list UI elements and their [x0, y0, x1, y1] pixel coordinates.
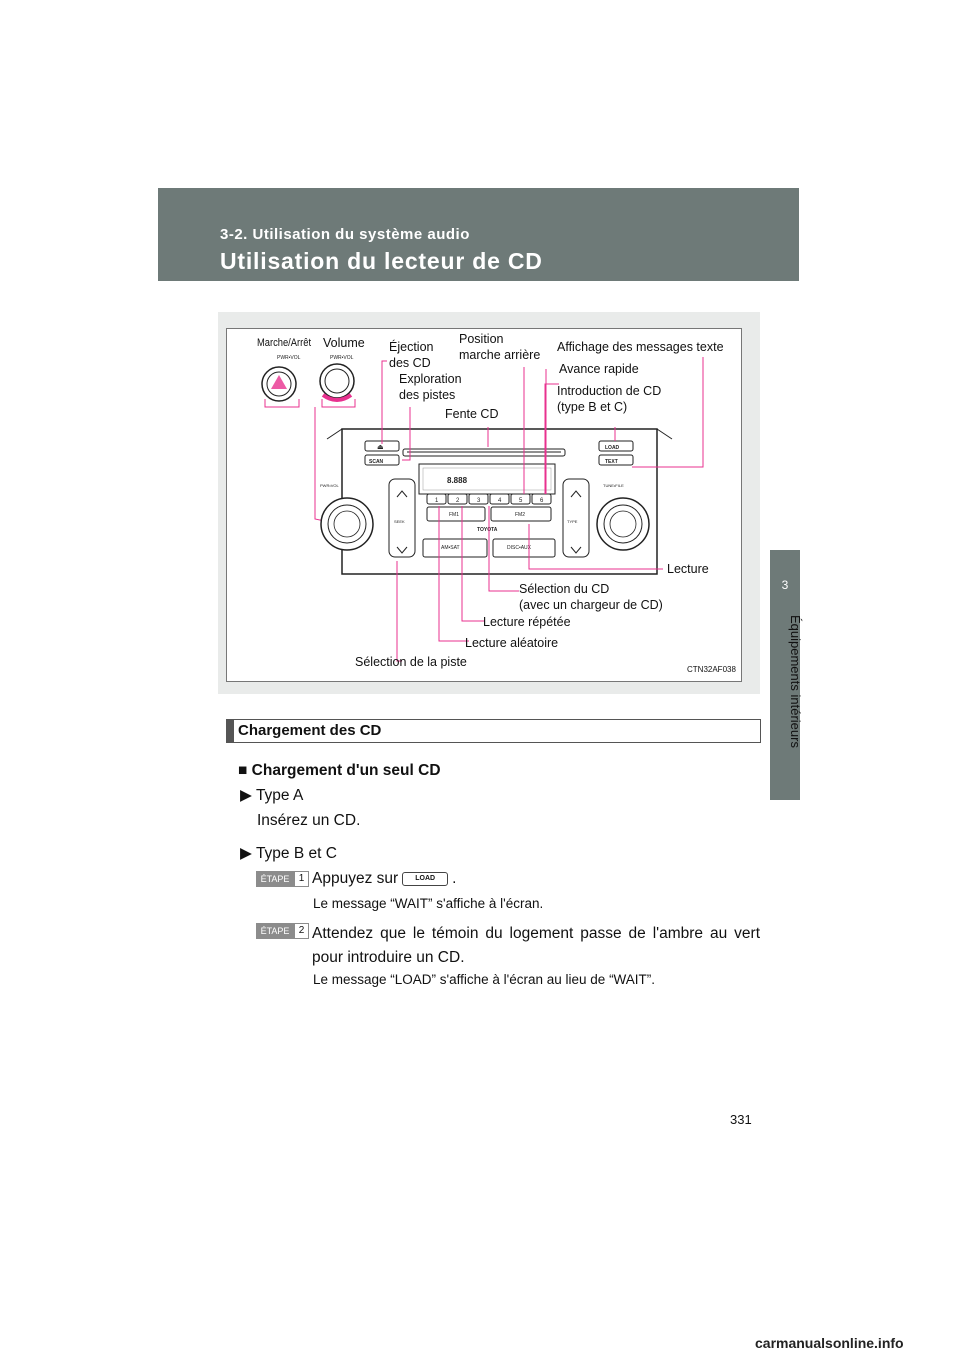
type-bc-heading: ▶ Type B et C: [240, 845, 337, 862]
svg-text:LOAD: LOAD: [605, 445, 620, 451]
label-play: Lecture: [667, 562, 709, 576]
svg-text:PWR•VOL: PWR•VOL: [277, 355, 301, 361]
label-slot: Fente CD: [445, 407, 499, 421]
svg-text:SEEK: SEEK: [394, 519, 405, 524]
step-number: 1: [294, 871, 309, 887]
label-random: Lecture aléatoire: [465, 636, 559, 650]
svg-text:5: 5: [519, 498, 523, 504]
svg-text:TEXT: TEXT: [605, 459, 618, 465]
svg-text:⏏: ⏏: [377, 444, 384, 451]
figure-code: CTN32AF038: [687, 665, 736, 674]
cd-player-figure: PWR•VOL PWR•VOL 8.888: [218, 312, 760, 694]
label-power: Marche/Arrêt: [257, 337, 312, 349]
step-2-badge: ÉTAPE 2: [256, 923, 309, 939]
step-1-text-after: .: [452, 870, 457, 887]
step-2-note: Le message “LOAD” s'affiche à l'écran au…: [313, 972, 656, 987]
step-1-note: Le message “WAIT” s'affiche à l'écran.: [313, 896, 544, 911]
label-load: Introduction de CD (type B et C): [557, 384, 662, 414]
audio-unit-illustration: PWR•VOL PWR•VOL 8.888: [261, 355, 704, 662]
page-title: Utilisation du lecteur de CD: [220, 248, 543, 274]
svg-text:4: 4: [498, 498, 502, 504]
audio-head-unit: 8.888 ⏏ SCAN LOAD TEXT: [320, 428, 673, 575]
svg-text:2: 2: [456, 498, 460, 504]
volume-knob-inset: PWR•VOL: [319, 355, 355, 402]
svg-text:FM1: FM1: [449, 512, 459, 518]
svg-text:DISC•AUX: DISC•AUX: [507, 545, 532, 551]
section-bar-marker: [227, 720, 234, 742]
page-number: 331: [730, 1112, 752, 1127]
svg-text:6: 6: [540, 498, 544, 504]
label-rewind: Position marche arrière: [459, 332, 541, 362]
subheading: ■ Chargement d'un seul CD: [238, 762, 441, 779]
label-fast-forward: Avance rapide: [559, 362, 639, 376]
chapter-tab: 3: [770, 550, 800, 800]
label-eject: Éjection des CD: [389, 340, 434, 370]
label-text-display: Affichage des messages texte: [557, 340, 724, 354]
svg-text:AM•SAT: AM•SAT: [441, 545, 460, 551]
svg-text:SCAN: SCAN: [369, 459, 384, 465]
svg-text:TYPE: TYPE: [567, 519, 578, 524]
step-number: 2: [294, 923, 309, 939]
svg-text:1: 1: [435, 498, 439, 504]
step-label: ÉTAPE: [256, 923, 294, 939]
label-scan: Exploration des pistes: [399, 372, 462, 402]
power-knob-inset: PWR•VOL: [261, 355, 301, 402]
watermark: carmanualsonline.info: [755, 1335, 904, 1351]
step-label: ÉTAPE: [256, 871, 294, 887]
svg-text:3: 3: [477, 498, 481, 504]
step-1-text-before: Appuyez sur: [312, 870, 399, 887]
load-key-icon: LOAD: [402, 871, 449, 886]
label-volume: Volume: [323, 336, 365, 350]
step-2-text: Attendez que le témoin du logement passe…: [312, 925, 760, 966]
figure-frame: PWR•VOL PWR•VOL 8.888: [226, 328, 742, 682]
svg-text:PWR•VOL: PWR•VOL: [320, 483, 340, 488]
chapter-header: 3-2. Utilisation du système audio Utilis…: [158, 188, 799, 281]
svg-text:FM2: FM2: [515, 512, 525, 518]
svg-text:TUNE•FILE: TUNE•FILE: [603, 483, 624, 488]
callout-lines: [381, 357, 704, 662]
type-a-heading: ▶ Type A: [240, 787, 304, 804]
label-disc-select: Sélection du CD (avec un chargeur de CD): [519, 582, 663, 612]
chapter-tab-label: Équipements intérieurs: [788, 615, 803, 748]
type-a-text: Insérez un CD.: [257, 812, 361, 829]
label-repeat: Lecture répétée: [483, 615, 571, 629]
svg-text:8.888: 8.888: [447, 476, 468, 485]
label-track-select: Sélection de la piste: [355, 655, 467, 669]
svg-text:TOYOTA: TOYOTA: [477, 527, 498, 533]
section-bar: Chargement des CD: [226, 719, 761, 743]
section-bar-title: Chargement des CD: [238, 722, 382, 739]
section-label: 3-2. Utilisation du système audio: [220, 226, 470, 243]
chapter-number: 3: [781, 578, 789, 592]
svg-text:PWR•VOL: PWR•VOL: [330, 355, 354, 361]
step-1-badge: ÉTAPE 1: [256, 871, 309, 887]
